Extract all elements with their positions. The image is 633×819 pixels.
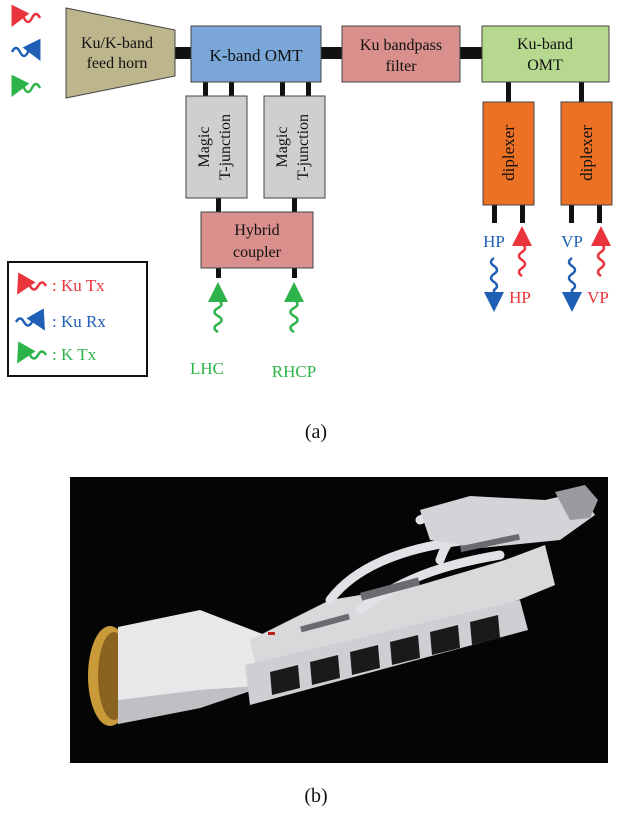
top-omt-assembly bbox=[420, 492, 595, 548]
vp-tx-label: VP bbox=[587, 288, 609, 307]
structure-shadows bbox=[300, 533, 520, 633]
hp-tx-wave-icon bbox=[512, 226, 532, 278]
diplexer-1-block: diplexer bbox=[482, 101, 535, 206]
ku-filter-label-line1: Ku bandpass bbox=[360, 37, 442, 54]
diplexer-2-label: diplexer bbox=[577, 125, 596, 181]
rhcp-label: RHCP bbox=[272, 362, 316, 381]
feed-horn-block: Ku/K-band feed horn bbox=[65, 7, 176, 99]
diplexer-1-label: diplexer bbox=[499, 125, 518, 181]
feed-horn-label-line2: feed horn bbox=[87, 55, 148, 72]
ku-tx-wave-icon bbox=[11, 4, 42, 27]
ku-bandpass-filter-block: Ku bandpass filter bbox=[341, 25, 461, 83]
caption-b: (b) bbox=[304, 785, 327, 807]
feed-horn-wave-arrows bbox=[10, 4, 42, 97]
block-diagram: Ku/K-band feed horn K-band OMT Ku bandpa… bbox=[7, 4, 613, 443]
legend-k-tx-label: : K Tx bbox=[52, 345, 97, 364]
k-band-omt-block: K-band OMT bbox=[190, 25, 322, 83]
feed-network-photo bbox=[70, 477, 608, 763]
magic-t2-label-line1: Magic bbox=[274, 127, 291, 168]
legend-ku-tx-icon bbox=[17, 272, 48, 295]
ku-rx-wave-icon bbox=[10, 38, 41, 61]
hp-rx-wave-icon bbox=[484, 256, 504, 312]
legend-ku-tx-label: : Ku Tx bbox=[52, 276, 105, 295]
hybrid-output-waves bbox=[208, 282, 304, 334]
waveguide-stubs bbox=[203, 82, 602, 278]
legend: : Ku Tx : Ku Rx : K Tx bbox=[7, 261, 148, 377]
ku-omt-label-line2: OMT bbox=[527, 57, 563, 74]
k-band-omt-label: K-band OMT bbox=[209, 46, 303, 65]
hp-tx-label: HP bbox=[509, 288, 531, 307]
legend-ku-rx-icon bbox=[14, 308, 45, 331]
diplexer-2-block: diplexer bbox=[560, 101, 613, 206]
hybrid-label-line2: coupler bbox=[233, 244, 282, 261]
frame-openings bbox=[270, 615, 500, 695]
ku-omt-label-line1: Ku-band bbox=[517, 36, 573, 53]
magic-t1-label-line2: T-junction bbox=[217, 114, 234, 180]
feed-horn-label-line1: Ku/K-band bbox=[81, 35, 153, 52]
magic-t1-label-line1: Magic bbox=[196, 127, 213, 168]
ku-filter-label-line2: filter bbox=[385, 58, 417, 75]
k-tx-wave-icon bbox=[11, 74, 42, 97]
hybrid-label-line1: Hybrid bbox=[234, 222, 279, 239]
vp-tx-wave-icon bbox=[591, 226, 611, 278]
legend-ku-rx-label: : Ku Rx bbox=[52, 312, 106, 331]
rhcp-wave-icon bbox=[284, 282, 304, 334]
lhc-label: LHC bbox=[190, 359, 224, 378]
vp-rx-label: VP bbox=[561, 232, 583, 251]
magic-t-junction-2-block: Magic T-junction bbox=[263, 95, 326, 199]
hybrid-coupler-block: Hybrid coupler bbox=[200, 211, 314, 269]
hp-rx-label: HP bbox=[483, 232, 505, 251]
lhc-wave-icon bbox=[208, 282, 228, 334]
ku-band-omt-block: Ku-band OMT bbox=[481, 25, 610, 83]
caption-a: (a) bbox=[305, 421, 327, 443]
magic-t-junction-1-block: Magic T-junction bbox=[185, 95, 248, 199]
magic-t2-label-line2: T-junction bbox=[295, 114, 312, 180]
legend-k-tx-icon bbox=[17, 341, 48, 364]
vp-rx-wave-icon bbox=[562, 256, 582, 312]
